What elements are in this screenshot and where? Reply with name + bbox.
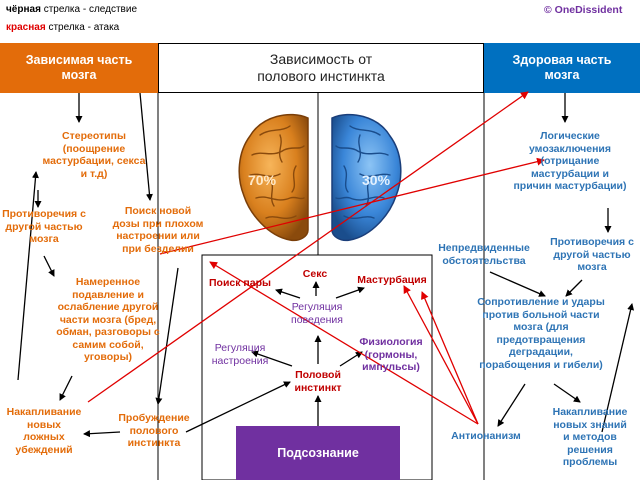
node-search-pair: Поиск пары	[209, 277, 271, 289]
node-logic: Логические умозаключения (отрицание маст…	[513, 130, 627, 192]
node-behavior: Регуляция поведения	[291, 301, 343, 326]
legend-red-text: стрелка - атака	[45, 22, 120, 33]
node-search-dose: Поиск новой дозы при плохом настроении и…	[112, 205, 204, 255]
consequence-arrows	[17, 92, 635, 438]
node-physiology: Физиология (гормоны, импульсы)	[359, 336, 423, 373]
node-masturbation: Мастурбация	[357, 274, 427, 286]
node-suppression: Намеренное подавление и ослабление друго…	[56, 276, 160, 363]
node-left-accumulation: Накапливание новых ложных убеждений	[6, 406, 82, 456]
node-left-contradictions: Противоречия с другой частью мозга	[2, 208, 86, 245]
frame-lines	[157, 93, 485, 480]
node-awakening: Пробуждение полового инстинкта	[118, 412, 190, 449]
node-stereotypes: Стереотипы (поощрение мастурбации, секса…	[42, 130, 146, 180]
node-unforeseen: Непредвиденные обстоятельства	[438, 242, 530, 267]
dependency-title: Зависимость от полового инстинкта	[158, 43, 484, 93]
node-right-accumulation: Накапливание новых знаний и методов реше…	[552, 406, 628, 468]
dependent-brain-icon	[238, 113, 309, 242]
node-sex: Секс	[302, 268, 328, 280]
subconscious-box	[236, 426, 400, 480]
node-mood: Регуляция настроения	[211, 342, 269, 367]
node-resistance: Сопротивление и удары против больной час…	[477, 296, 605, 371]
node-instinct: Половой инстинкт	[294, 369, 342, 394]
legend-red: красная стрелка - атака	[6, 22, 119, 34]
attack-arrows	[87, 91, 545, 425]
node-antionanism: Антионанизм	[451, 430, 521, 442]
legend-red-word: красная	[6, 22, 46, 33]
node-right-contradictions: Противоречия с другой частью мозга	[550, 236, 634, 273]
legend-black-text: стрелка - следствие	[40, 4, 138, 15]
legend-black: чёрная стрелка - следствие	[6, 4, 137, 16]
healthy-brain-header: Здоровая часть мозга	[484, 43, 640, 93]
legend-black-word: чёрная	[6, 4, 41, 15]
dependent-brain-percent: 70%	[248, 172, 277, 188]
copyright: © OneDissident	[544, 4, 623, 16]
dependent-brain-header: Зависимая часть мозга	[0, 43, 158, 93]
subconscious-label: Подсознание	[277, 446, 359, 460]
healthy-brain-percent: 30%	[362, 172, 391, 188]
